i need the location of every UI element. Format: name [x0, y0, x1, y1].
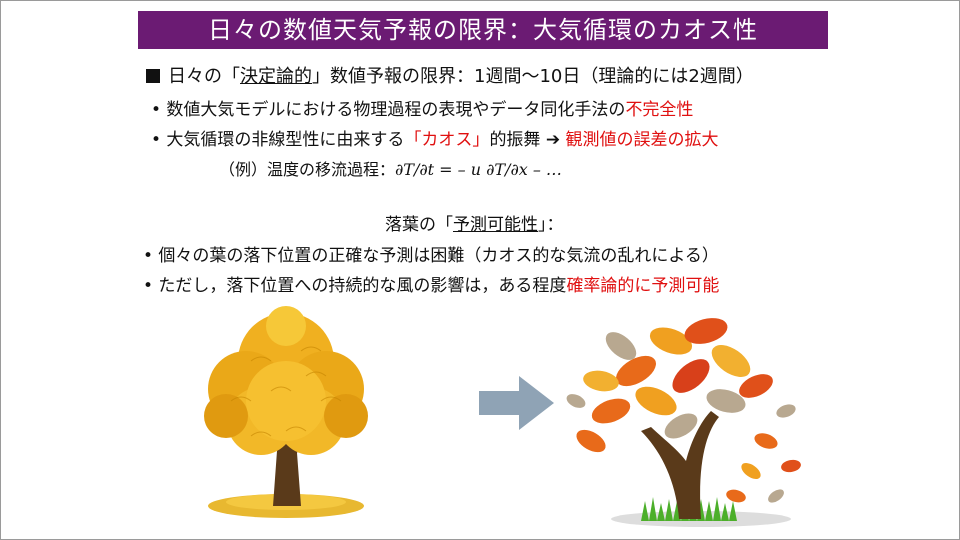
advection-formula: ∂T/∂t = – u ∂T/∂x – … [395, 160, 562, 179]
example-line: （例）温度の移流過程：∂T/∂t = – u ∂T/∂x – … [219, 158, 562, 182]
bullet-red-text: 観測値の誤差の拡大 [560, 130, 719, 150]
bullet-red-text: 確率論的に予測可能 [566, 276, 720, 296]
slide-title: 日々の数値天気予報の限界：大気循環のカオス性 [138, 11, 828, 49]
heading-underlined: 決定論的 [240, 66, 312, 87]
bullet-text: • 個々の葉の落下位置の正確な予測は困難（カオス的な気流の乱れによる） [143, 246, 719, 266]
bullet-text: • 数値大気モデルにおける物理過程の表現やデータ同化手法の [151, 100, 626, 120]
bullet-leaf-difficulty: • 個々の葉の落下位置の正確な予測は困難（カオス的な気流の乱れによる） [143, 244, 719, 268]
subhead-post: 」： [538, 215, 564, 235]
leaf-predictability-heading: 落葉の「予測可能性」： [385, 213, 564, 237]
square-bullet-icon [146, 69, 160, 83]
bullet-text: 的振舞 [489, 130, 546, 150]
foliage [204, 306, 368, 455]
bullet-text: • ただし，落下位置への持続的な風の影響は，ある程度 [143, 276, 567, 296]
example-label: （例）温度の移流過程： [219, 160, 396, 179]
subhead-underlined: 予測可能性 [453, 215, 538, 235]
bullet-incompleteness: • 数値大気モデルにおける物理過程の表現やデータ同化手法の不完全性 [151, 98, 693, 122]
heading-pre: 日々の「 [168, 66, 240, 87]
main-heading: 日々の「決定論的」数値予報の限界：1週間～10日（理論的には2週間） [146, 65, 754, 89]
bullet-red-text: 不完全性 [625, 100, 694, 120]
foliage [576, 318, 773, 453]
yellow-tree-illustration [204, 306, 368, 518]
trunk [641, 411, 719, 519]
right-arrow-icon [479, 376, 554, 430]
bullet-leaf-probabilistic: • ただし，落下位置への持続的な風の影響は，ある程度確率論的に予測可能 [143, 274, 719, 298]
grass [611, 495, 791, 527]
right-arrow-icon: ➔ [545, 130, 561, 150]
subhead-pre: 落葉の「 [385, 215, 453, 235]
falling-leaves [566, 394, 801, 503]
bullet-red-text: 「カオス」 [404, 130, 490, 150]
windblown-tree-illustration [566, 318, 801, 527]
bullet-text: • 大気循環の非線型性に由来する [151, 130, 405, 150]
bullet-chaos: • 大気循環の非線型性に由来する「カオス」的振舞 ➔ 観測値の誤差の拡大 [151, 128, 719, 152]
heading-post: 」数値予報の限界：1週間～10日（理論的には2週間） [312, 66, 754, 87]
